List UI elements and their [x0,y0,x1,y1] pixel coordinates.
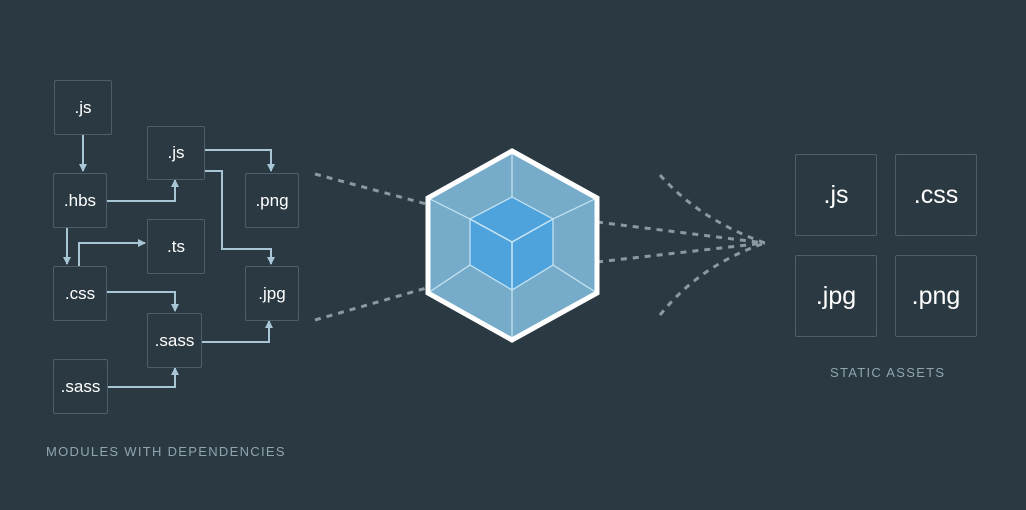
module-jpg: .jpg [245,266,299,321]
arrow-css-ts [78,239,146,266]
asset-jpg: .jpg [795,255,877,337]
module-sass-2: .sass [53,359,108,414]
dash-in-bottom [314,285,431,322]
arrow-sass-sass [108,367,179,388]
asset-css: .css [895,154,977,236]
module-js-1: .js [54,80,112,135]
module-hbs: .hbs [53,173,107,228]
module-png: .png [245,173,299,228]
module-ts: .ts [147,219,205,274]
module-css: .css [53,266,107,321]
modules-caption: MODULES WITH DEPENDENCIES [46,444,286,459]
assets-caption: STATIC ASSETS [830,365,946,380]
webpack-cube-logo [425,148,600,343]
module-js-2: .js [147,126,205,180]
asset-png: .png [895,255,977,337]
arrow-js-jpg [205,170,275,265]
dash-out-4 [658,241,766,316]
arrow-sass-jpg [202,320,273,343]
arrow-hbs-js [107,179,179,202]
dash-out-3 [658,174,766,245]
dash-out-1 [596,220,766,245]
arrow-js-png [205,149,275,172]
dash-in-top [314,172,431,207]
dash-out-2 [596,241,766,264]
asset-js: .js [795,154,877,236]
arrow-css-sass [107,291,179,312]
module-sass-1: .sass [147,313,202,368]
